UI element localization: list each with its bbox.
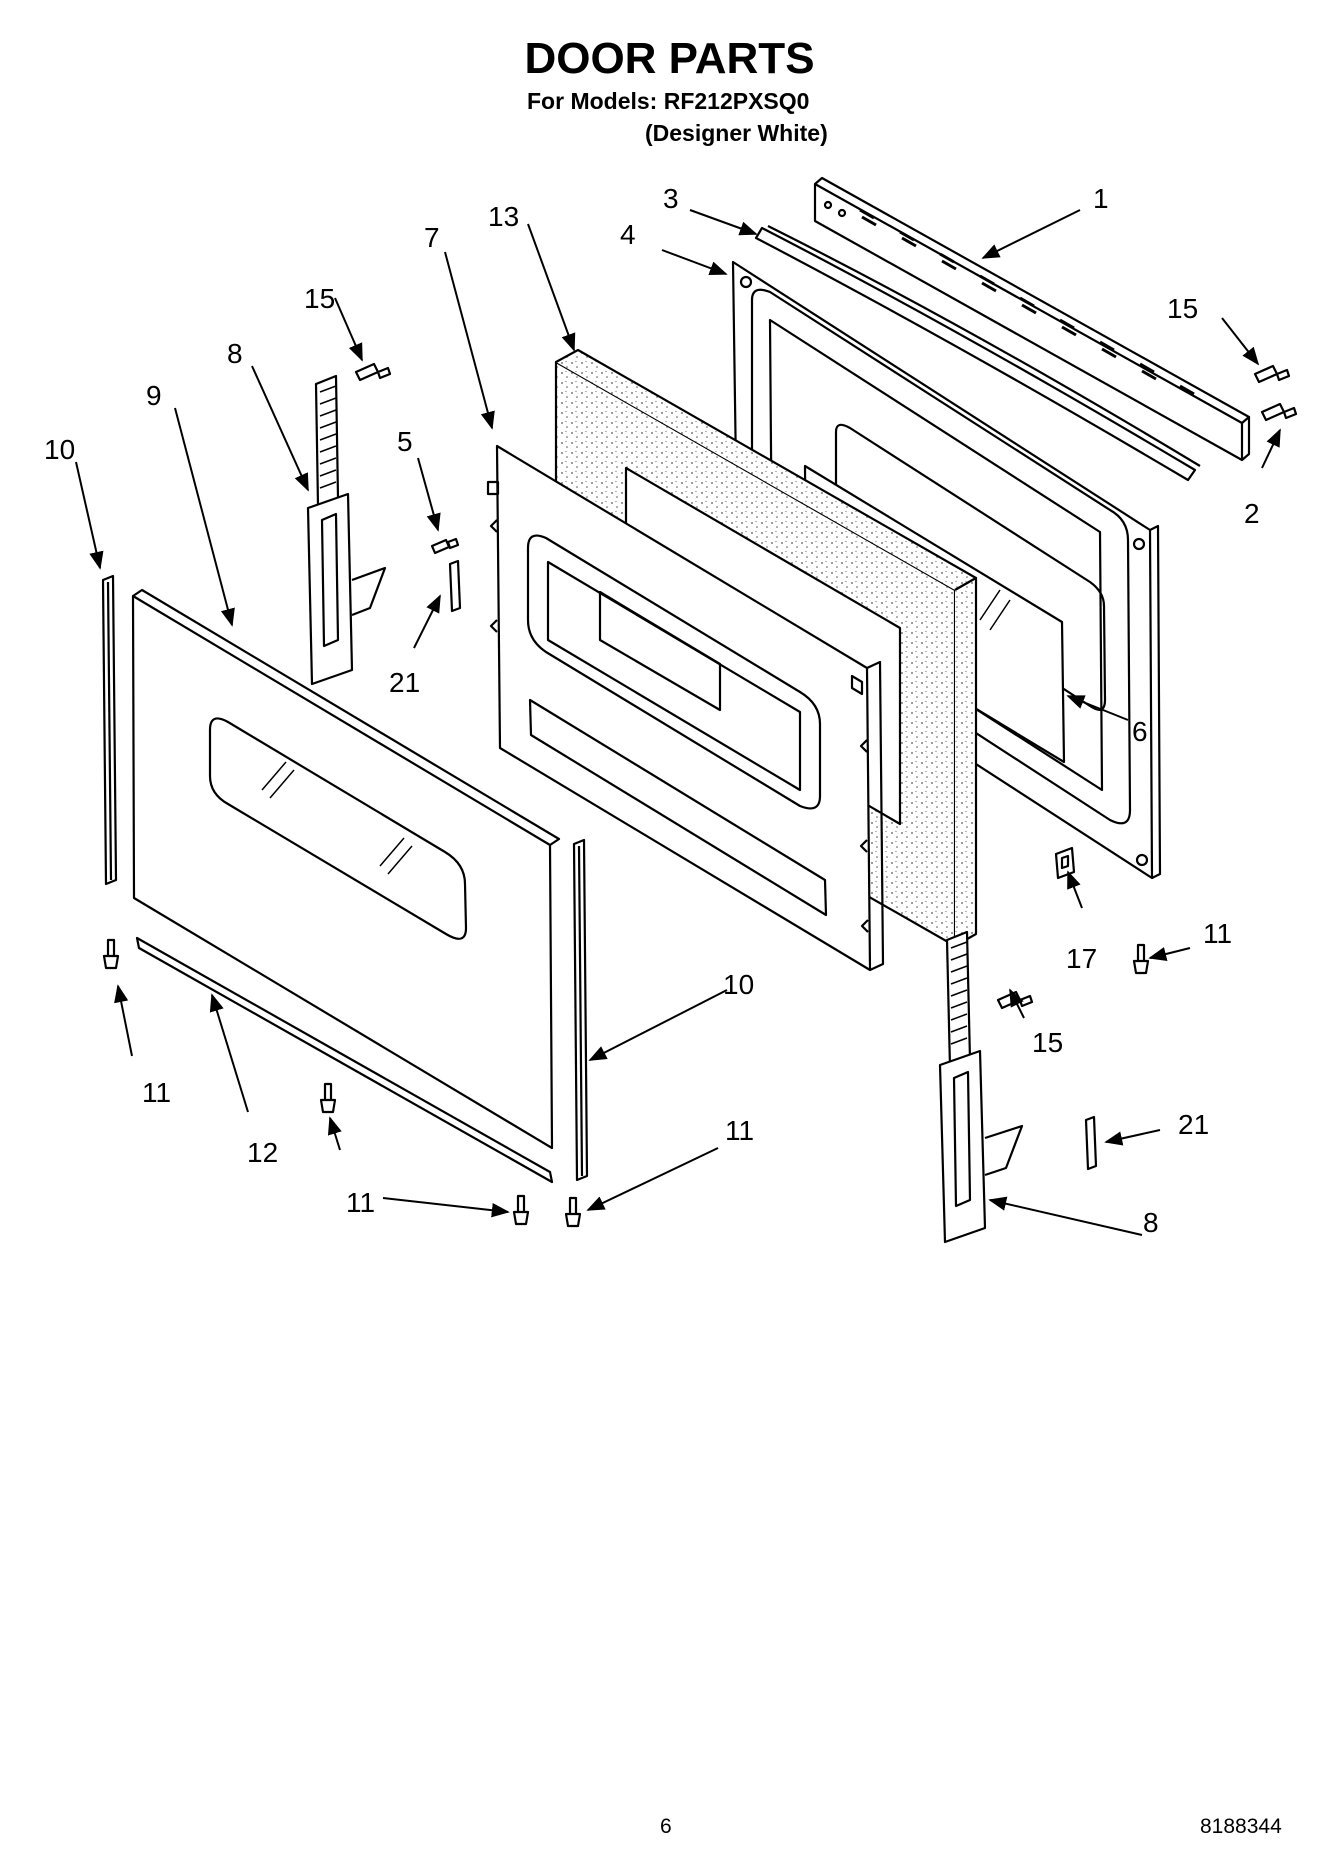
callout-7: 7 — [424, 222, 440, 253]
callout-21-right: 21 — [1178, 1109, 1209, 1140]
part-12-bottom-trim — [135, 936, 554, 1184]
leader-arrows — [75, 209, 1281, 1236]
callout-11-bottom-center: 11 — [346, 1187, 375, 1218]
callout-11-left: 11 — [142, 1077, 171, 1108]
callout-15-middle: 15 — [1032, 1027, 1063, 1058]
part-1-trim-panel — [813, 176, 1251, 462]
part-7-inner-door-panel — [486, 444, 885, 972]
part-10-left-side-trim — [101, 574, 118, 886]
page-title: DOOR PARTS — [524, 34, 815, 83]
part-3-door-handle — [754, 225, 1201, 482]
callout-10-left: 10 — [44, 434, 75, 465]
callout-2: 2 — [1244, 498, 1260, 529]
callout-labels: 1 2 3 4 5 6 7 8 8 9 10 10 11 11 11 11 11… — [44, 183, 1260, 1238]
callout-10-right: 10 — [723, 969, 754, 1000]
callout-15-left: 15 — [304, 283, 335, 314]
callout-17: 17 — [1066, 943, 1097, 974]
part-10-right-side-trim — [572, 838, 589, 1182]
callout-8-right: 8 — [1143, 1207, 1159, 1238]
callout-1: 1 — [1093, 183, 1109, 214]
callout-11-bottom-right: 11 — [725, 1115, 754, 1146]
callout-6: 6 — [1132, 716, 1148, 747]
callout-13: 13 — [488, 201, 519, 232]
part-21-pins — [448, 559, 1098, 1171]
variant-line: (Designer White) — [645, 120, 828, 146]
part-8-hinge-right — [938, 930, 1024, 1244]
document-number: 8188344 — [1200, 1815, 1282, 1838]
page-number: 6 — [660, 1815, 672, 1838]
part-8-hinge-left — [306, 374, 387, 686]
callout-15-right: 15 — [1167, 293, 1198, 324]
part-17-clip — [1054, 846, 1076, 880]
callout-21-left: 21 — [389, 667, 420, 698]
callout-5: 5 — [397, 426, 413, 457]
callout-11-right: 11 — [1203, 918, 1232, 949]
callout-4: 4 — [620, 219, 636, 250]
models-line: For Models: RF212PXSQ0 — [527, 88, 810, 114]
callout-3: 3 — [663, 183, 679, 214]
callout-9: 9 — [146, 380, 162, 411]
callout-8-left: 8 — [227, 338, 243, 369]
part-9-outer-door-glass — [131, 588, 561, 1150]
callout-12: 12 — [247, 1137, 278, 1168]
